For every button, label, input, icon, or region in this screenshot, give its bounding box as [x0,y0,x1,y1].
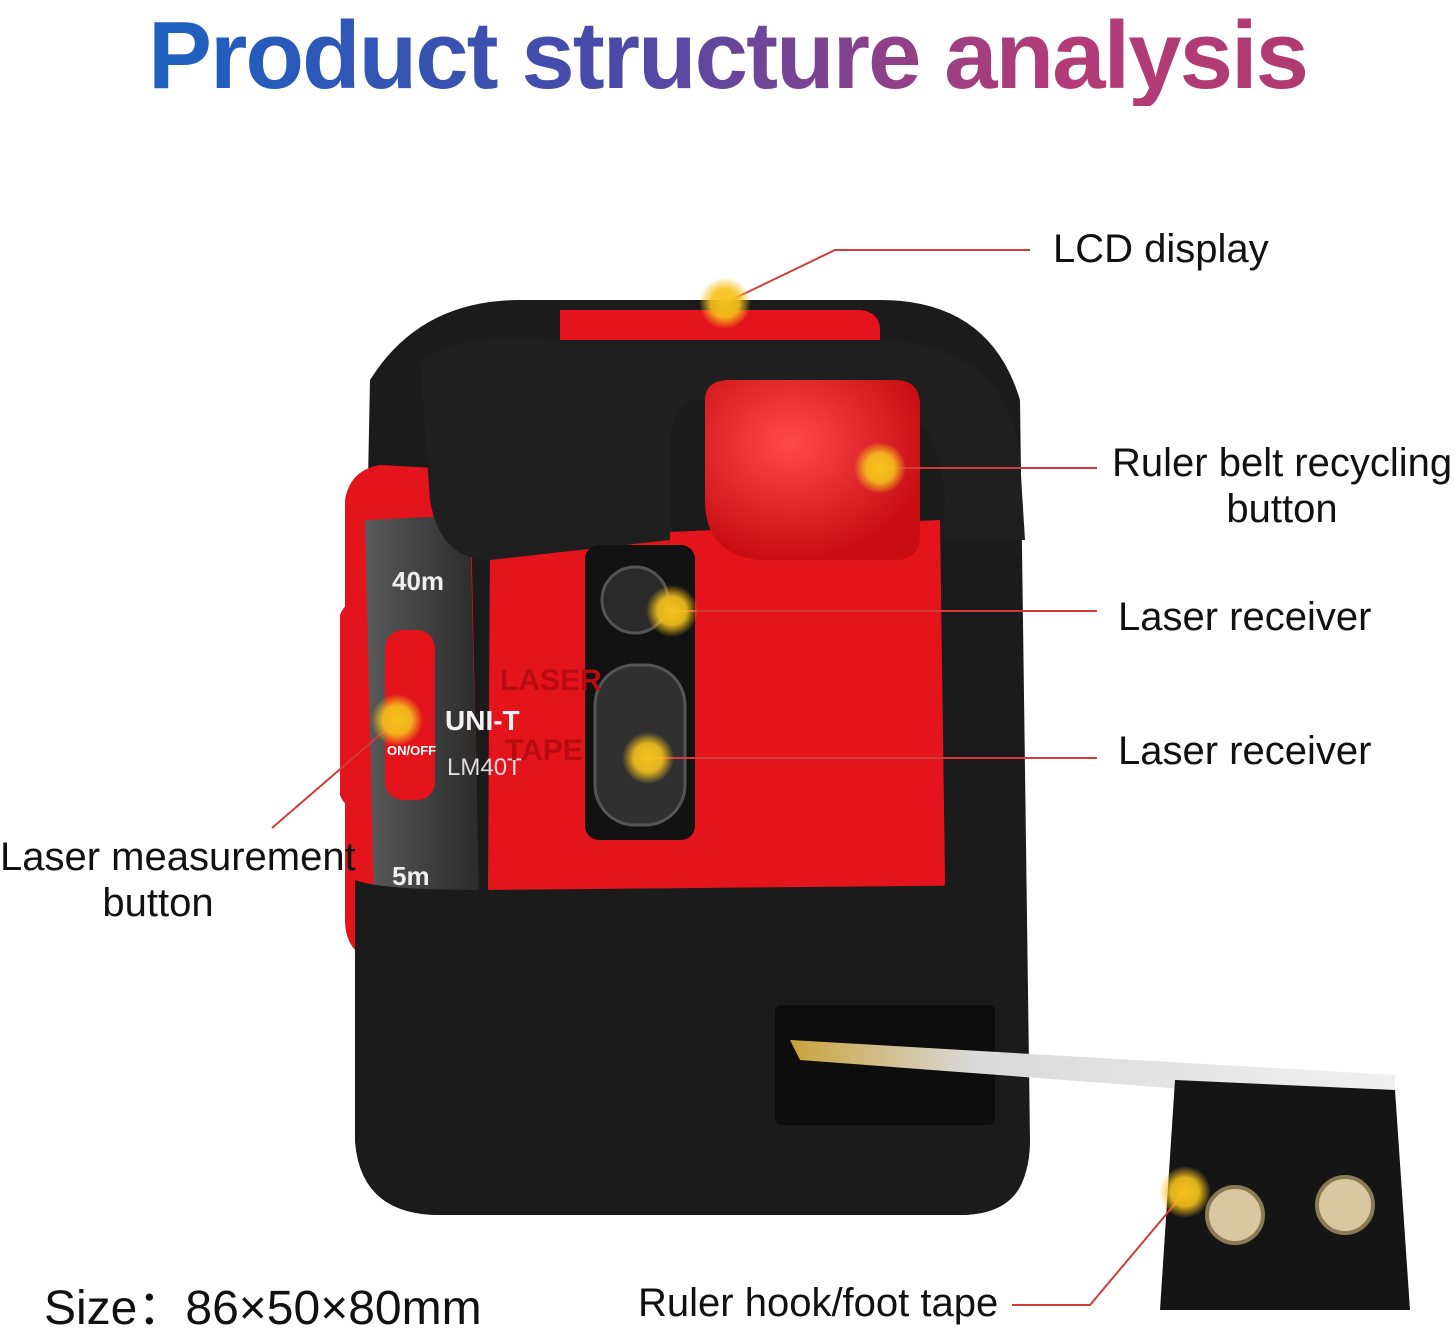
label-recycling-button: Ruler belt recycling button [1112,440,1452,532]
label-laser-receiver-2: Laser receiver [1118,729,1372,773]
marker-dot-receiver-2 [622,732,674,784]
label-recycling-button-line2: button [1226,487,1338,531]
leader-lcd [724,249,1030,304]
label-laser-button-line1: Laser measurement [0,835,356,879]
side-text-tape: TAPE [505,734,583,767]
ruler-belt-recycling-button [705,380,920,560]
marker-dot-laser-button [371,694,423,746]
model-mark: LM40T [447,754,522,781]
label-recycling-button-line1: Ruler belt recycling [1112,441,1453,485]
device-markings: UNI-T LM40T 40m 5m ON/OFF LASER TAPE [387,566,602,891]
side-text-laser: LASER [500,664,602,697]
brand-mark: UNI-T [445,705,520,736]
leader-hook [1012,1191,1186,1306]
ruler-hook [1160,1080,1410,1310]
button-mark: ON/OFF [387,743,436,758]
marker-dot-recycling [854,442,906,494]
size-spec: Size：86×50×80mm [44,1282,482,1335]
marker-dots [371,277,1211,1218]
leader-lines [271,249,1186,1306]
label-laser-button-line2: button [102,881,214,925]
label-laser-receiver-1: Laser receiver [1118,595,1372,639]
leader-laser-button [271,719,398,829]
marker-dot-lcd [699,277,751,329]
range-bottom-mark: 5m [392,861,430,891]
page-title: Product structure analysis [0,6,1455,106]
label-lcd-display: LCD display [1053,227,1269,271]
label-ruler-hook: Ruler hook/foot tape [638,1281,999,1325]
label-laser-button: Laser measurement button [0,834,356,926]
range-top-mark: 40m [392,566,444,596]
front-red-panel [488,520,945,900]
marker-dot-hook [1159,1166,1211,1218]
marker-dot-receiver-1 [646,585,698,637]
ruler-tape-blade [790,1040,1410,1310]
